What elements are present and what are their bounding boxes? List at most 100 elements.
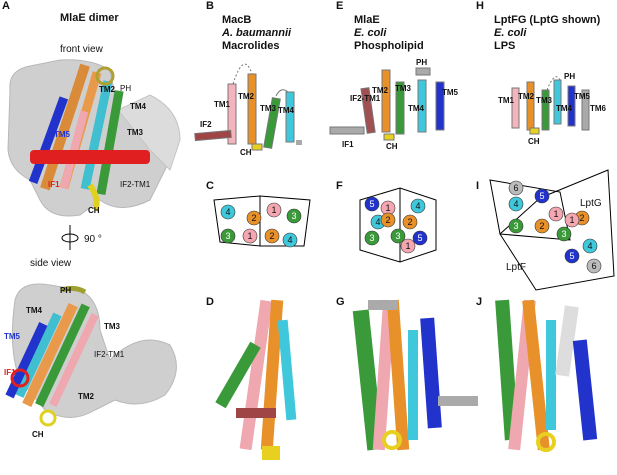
panel-letter-g: G	[336, 296, 345, 308]
topology-circle-label: 3	[225, 231, 230, 241]
panel-letter-h: H	[476, 0, 484, 12]
topology-circle-c-7: 2	[264, 228, 280, 244]
b-ch: CH	[240, 148, 252, 157]
h-ch: CH	[528, 137, 540, 146]
topology-circle-i-4: 1	[548, 206, 564, 222]
panel-f-outline	[359, 187, 437, 263]
topology-circle-label: 1	[405, 241, 410, 251]
h-tm4: TM4	[556, 104, 572, 113]
e-ch: CH	[386, 142, 398, 151]
topology-circle-i-5: 3	[508, 218, 524, 234]
topology-circle-label: 2	[385, 215, 390, 225]
a-front-tm4: TM4	[130, 102, 146, 111]
topology-circle-label: 4	[587, 241, 592, 251]
panel-b-line1: MacB	[222, 14, 252, 26]
panel-j-structure	[495, 299, 598, 452]
topology-circle-i-12: 6	[586, 258, 602, 274]
e-if2-tm1: IF2-TM1	[350, 94, 381, 103]
topology-circle-label: 4	[415, 201, 420, 211]
topology-circle-i-1: 6	[508, 180, 524, 196]
panel-e-title: MlaE E. coli Phospholipid	[354, 14, 424, 53]
rotation-arrow	[61, 225, 79, 250]
panel-letter-e: E	[336, 0, 344, 12]
topology-circle-label: 1	[247, 231, 252, 241]
topology-circle-label: 3	[369, 233, 374, 243]
topology-circle-label: 1	[569, 215, 574, 225]
topology-circle-f-10: 5	[412, 230, 428, 246]
topology-circle-label: 6	[513, 183, 518, 193]
a-side-tm2: TM2	[78, 392, 94, 401]
topology-circle-label: 5	[539, 191, 544, 201]
topology-circle-label: 3	[561, 229, 566, 239]
topology-circle-f-4: 2	[380, 212, 396, 228]
topology-circle-f-5: 3	[364, 230, 380, 246]
a-side-if1: IF1	[4, 368, 16, 377]
panel-h-title: LptFG (LptG shown) E. coli LPS	[494, 14, 600, 53]
topology-circle-i-11: 5	[564, 248, 580, 264]
topology-circle-label: 6	[591, 261, 596, 271]
panel-h-line3: LPS	[494, 40, 516, 52]
panel-letter-j: J	[476, 296, 483, 308]
topology-circle-label: 4	[375, 217, 380, 227]
topology-circle-c-8: 4	[282, 232, 298, 248]
topology-circle-c-1: 4	[220, 204, 236, 220]
topology-circle-label: 1	[553, 209, 558, 219]
topology-circle-f-9: 1	[400, 238, 416, 254]
panel-e-line2: E. coli	[354, 27, 387, 39]
h-tm2: TM2	[518, 92, 534, 101]
panel-letter-d: D	[206, 296, 214, 308]
panel-letter-f: F	[336, 180, 343, 192]
topology-circle-i-7: 3	[556, 226, 572, 242]
topology-circle-f-8: 4	[410, 198, 426, 214]
a-side-tm5: TM5	[4, 332, 20, 341]
panel-e-line1: MlaE	[354, 14, 380, 26]
topology-circle-i-3: 4	[508, 196, 524, 212]
e-ph: PH	[416, 58, 428, 67]
a-front-tm3: TM3	[127, 128, 143, 137]
panel-h-topology	[511, 76, 590, 135]
h-ph: PH	[564, 72, 576, 81]
panel-h-line1: LptFG (LptG shown)	[494, 14, 601, 26]
b-tm2: TM2	[238, 92, 254, 101]
panel-g-structure	[352, 299, 478, 451]
topology-circle-label: 5	[369, 199, 374, 209]
topology-circle-label: 2	[269, 231, 274, 241]
i-lptg-label: LptG	[580, 198, 602, 209]
panel-letter-a: A	[2, 0, 10, 12]
topology-circle-c-4: 3	[286, 208, 302, 224]
a-front-if2-tm1: IF2-TM1	[120, 180, 151, 189]
topology-circle-label: 1	[271, 205, 276, 215]
a-side-ph: PH	[60, 286, 72, 295]
topology-circle-label: 3	[513, 221, 518, 231]
e-tm5: TM5	[442, 88, 458, 97]
topology-circle-label: 2	[539, 221, 544, 231]
panel-letter-i: I	[476, 180, 480, 192]
h-tm3: TM3	[536, 96, 552, 105]
panel-b-line3: Macrolides	[222, 40, 280, 52]
topology-circle-c-6: 1	[242, 228, 258, 244]
topology-circle-label: 3	[395, 231, 400, 241]
topology-circle-c-3: 1	[266, 202, 282, 218]
e-tm2: TM2	[372, 86, 388, 95]
a-side-ch: CH	[32, 430, 44, 439]
topology-circle-label: 5	[417, 233, 422, 243]
topology-circle-f-2: 1	[380, 200, 396, 216]
panel-a-front-structure	[7, 59, 181, 217]
b-if2: IF2	[200, 120, 212, 129]
h-tm5: TM5	[574, 92, 590, 101]
b-tm1: TM1	[214, 100, 230, 109]
topology-circle-label: 4	[287, 235, 292, 245]
panel-b-line2: A. baumannii	[222, 27, 292, 39]
a-front-if1: IF1	[48, 180, 60, 189]
a-front-ph: PH	[120, 84, 132, 93]
rotation-label: 90 °	[84, 234, 102, 245]
topology-circle-c-2: 2	[246, 210, 262, 226]
b-tm4: TM4	[278, 106, 294, 115]
topology-circle-i-9: 1	[564, 212, 580, 228]
panel-e-topology	[329, 67, 445, 141]
a-front-ch: CH	[88, 206, 100, 215]
topology-circle-label: 2	[579, 213, 584, 223]
panel-a-side-structure	[5, 283, 177, 427]
